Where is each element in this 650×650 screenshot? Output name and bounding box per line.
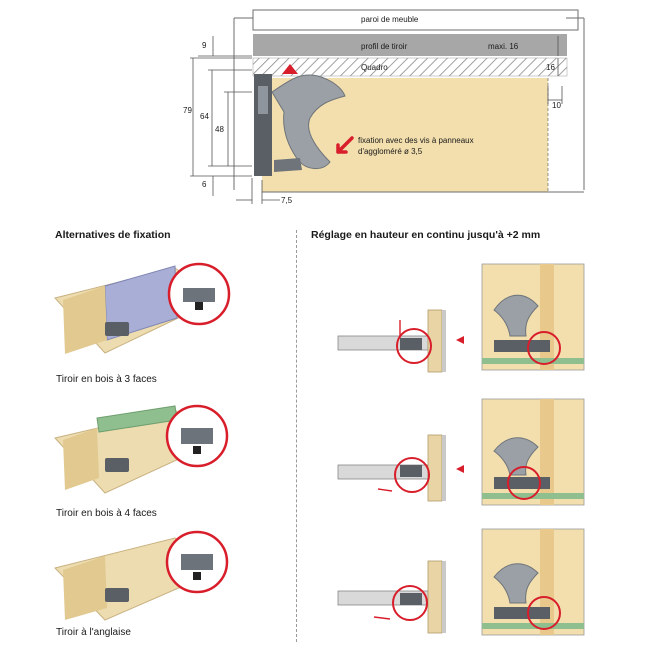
front-edge: [442, 435, 446, 501]
quadro-label: Quadro: [361, 63, 388, 72]
clip-body: [494, 607, 550, 619]
caption-anglaise: Tiroir à l'anglaise: [56, 627, 131, 638]
adjust-side-view-2: [337, 434, 464, 502]
quadro-rail: [252, 57, 568, 77]
clip-body: [400, 465, 422, 477]
lever: [493, 563, 539, 604]
red-arrow-fixing: [336, 136, 354, 154]
dim-64: 64: [200, 112, 209, 121]
lever: [493, 294, 539, 337]
panel: [481, 528, 585, 636]
lever: [493, 437, 539, 476]
adjust-circle-1: [396, 328, 432, 364]
arrow-head: [456, 336, 464, 344]
zoom-clip-1: [183, 288, 215, 302]
adjust-3d-view-1: [481, 263, 585, 371]
fixation-image-anglaise: [54, 530, 229, 621]
drawer-side: [63, 286, 107, 354]
dim-9: 9: [202, 41, 207, 50]
front-panel: [427, 434, 443, 502]
dim-6: 6: [202, 180, 207, 189]
front-edge: [442, 310, 446, 372]
rail: [482, 358, 584, 364]
adjust-circle-2: [394, 457, 430, 493]
dim-7-5: 7,5: [281, 196, 293, 205]
clip-body: [400, 593, 422, 605]
caption-3-faces: Tiroir en bois à 3 faces: [56, 374, 157, 385]
zoom-clip-3: [181, 554, 213, 570]
dim-79: 79: [183, 106, 192, 115]
zoom-clip-2: [181, 428, 213, 444]
furniture-wall-label: paroi de meuble: [361, 15, 419, 24]
drawer-side: [63, 428, 99, 490]
side-panel: [540, 399, 554, 505]
side-panel: [540, 529, 554, 635]
bracket-detail: [258, 86, 268, 114]
front-edge: [442, 561, 446, 633]
red-arrow-up: [282, 64, 298, 74]
dim-10: 10: [552, 101, 561, 110]
drawer-profile-label: profil de tiroir: [361, 42, 408, 51]
clip-body: [494, 340, 550, 352]
dim-16: 16: [546, 63, 555, 72]
clip-3: [105, 588, 129, 602]
drawer-back-blue: [104, 265, 178, 341]
drawer-profile-bar: [253, 34, 567, 56]
dim-48: 48: [215, 125, 224, 134]
clip-body: [400, 338, 422, 350]
clip-1: [105, 322, 129, 336]
fixation-image-4-faces: [54, 404, 229, 494]
furniture-wall-box: [252, 9, 579, 31]
fixation-image-3-faces: [54, 262, 231, 354]
drawer-side: [63, 556, 107, 620]
zoom-screw-3: [193, 572, 201, 580]
side-panel: [540, 264, 554, 370]
clip-2: [105, 458, 129, 472]
arrow-head: [456, 465, 464, 473]
front-panel: [427, 560, 443, 634]
fixing-note-line2: d'aggloméré ø 3,5: [358, 147, 423, 156]
adjust-circle-3b: [527, 596, 561, 630]
adjust-arrow: [373, 616, 391, 620]
zoom-screw-1: [195, 302, 203, 310]
panel: [481, 263, 585, 371]
adjust-3d-view-2: [481, 398, 585, 506]
right-section-title: Réglage en hauteur en continu jusqu'à +2…: [311, 229, 541, 241]
zoom-screw-2: [193, 446, 201, 454]
adjust-circle-2b: [507, 466, 541, 500]
section-divider: [296, 230, 297, 642]
max-thickness-label: maxi. 16: [488, 42, 519, 51]
fixing-note-line1: fixation avec des vis à panneaux: [358, 136, 474, 145]
adjust-circle-1b: [527, 331, 561, 365]
dimension-lines: [190, 36, 563, 204]
lever-base: [274, 158, 302, 172]
adjust-arrow: [377, 488, 393, 492]
adjust-circle-3: [392, 585, 428, 621]
adjust-3d-view-3: [481, 528, 585, 636]
caption-4-faces: Tiroir en bois à 4 faces: [56, 508, 157, 519]
technical-drawing: [190, 9, 585, 204]
clip-body: [494, 477, 550, 489]
rail: [482, 623, 584, 629]
adjust-side-view-1: [337, 309, 464, 373]
adjust-side-view-3: [337, 560, 446, 634]
left-section-title: Alternatives de fixation: [55, 229, 171, 241]
